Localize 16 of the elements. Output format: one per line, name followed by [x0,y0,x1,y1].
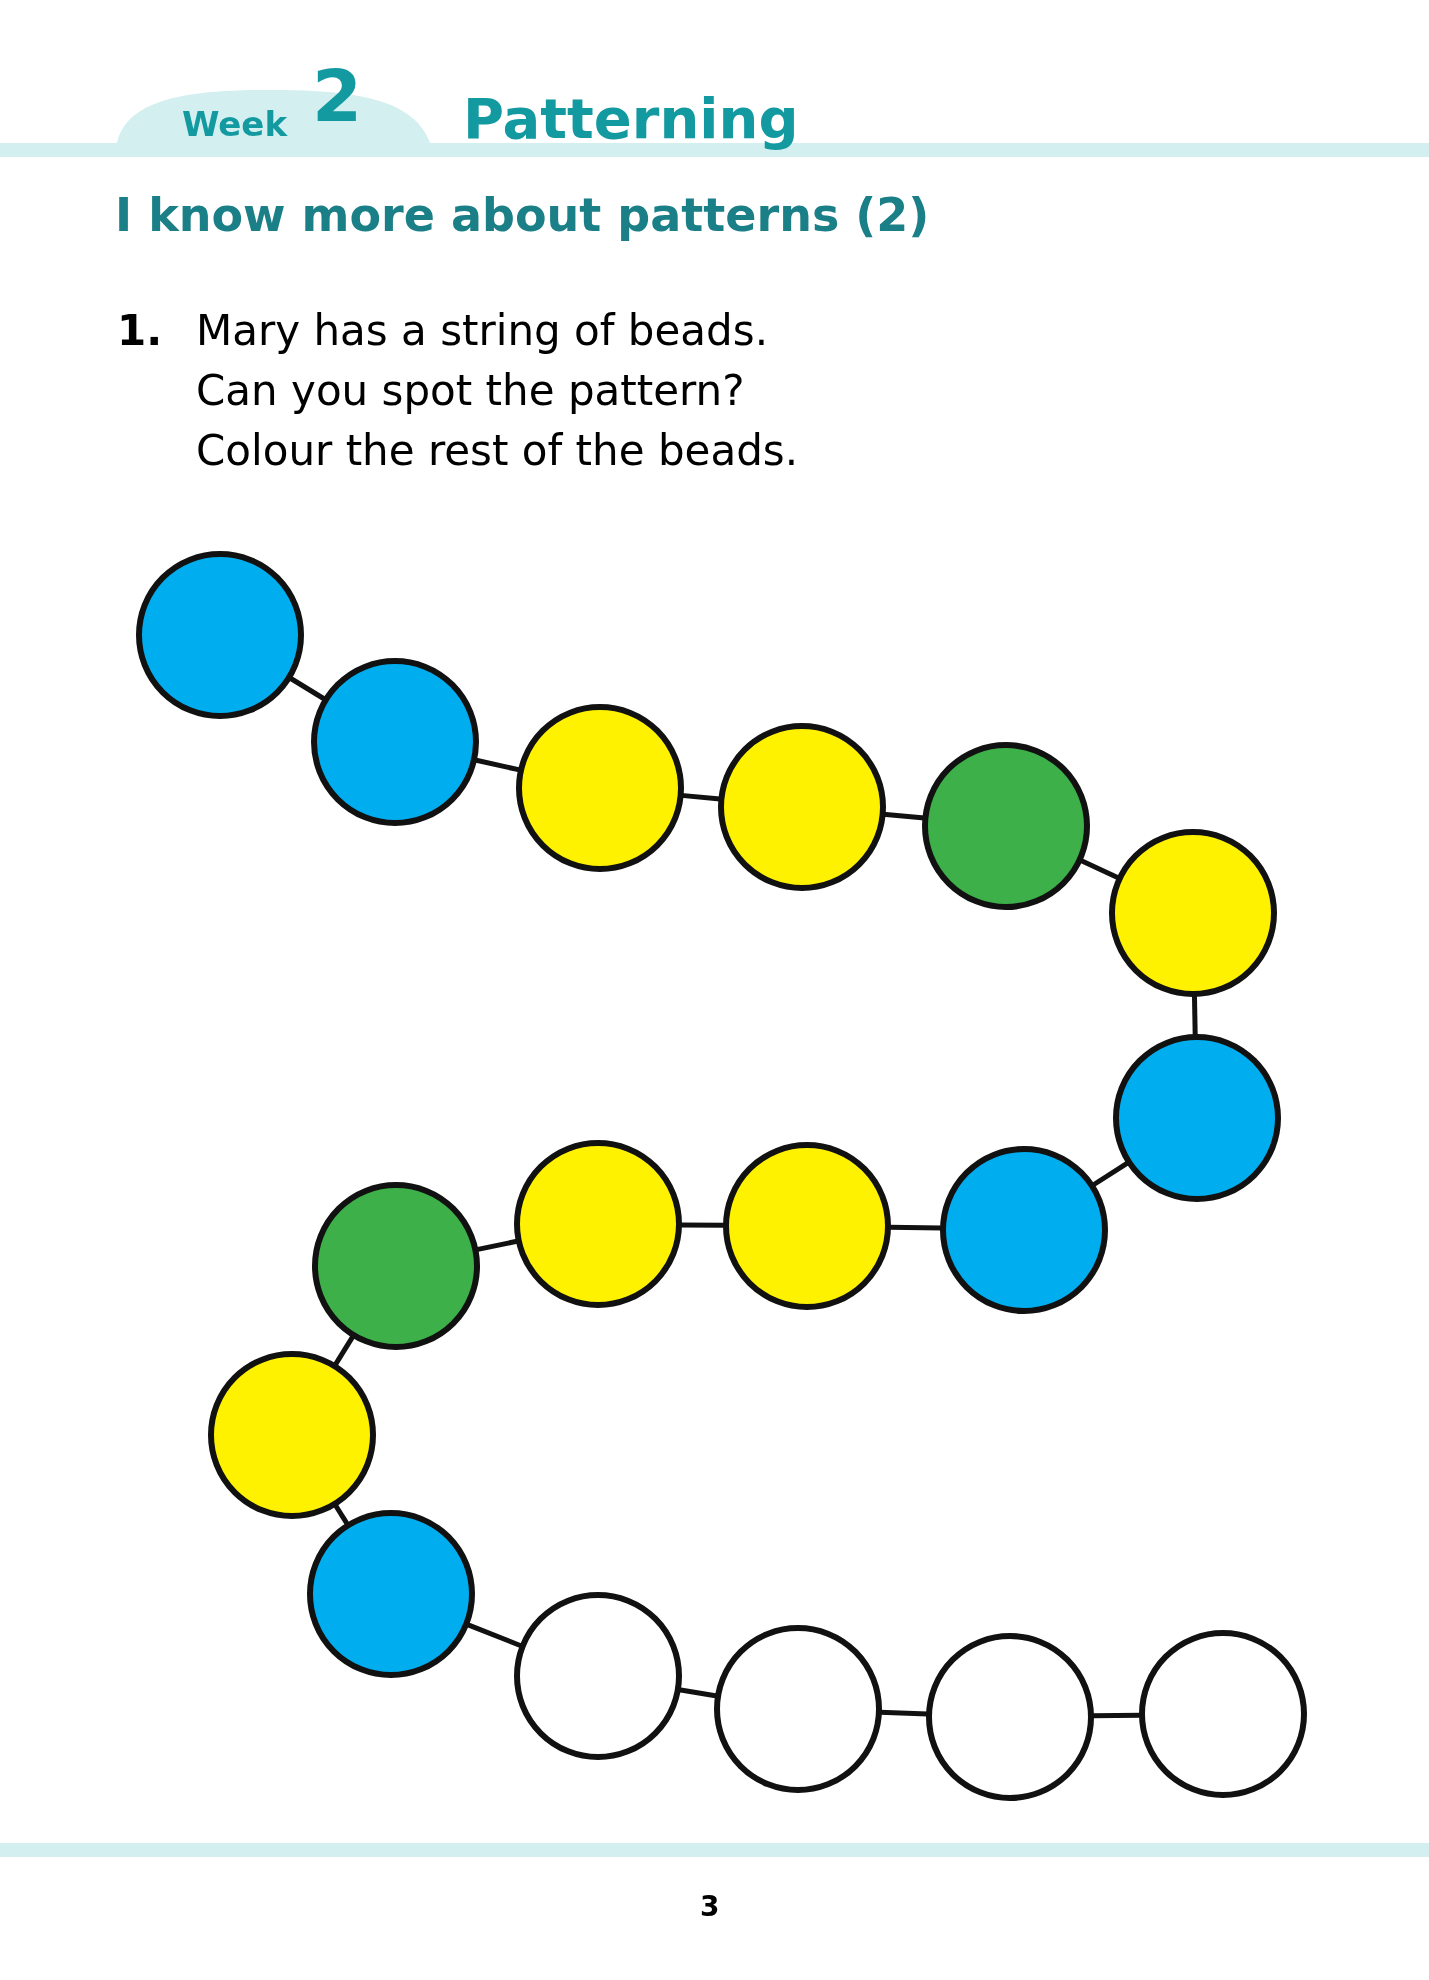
string-line [288,675,327,702]
question-text: Can you spot the pattern? [196,366,745,415]
week-label: Week [182,104,288,144]
question-number: 1. [117,306,163,355]
string-line [333,1503,350,1527]
string-line [1191,994,1198,1037]
section-title: Patterning [463,88,799,150]
question-text: Mary has a string of beads. [196,306,768,355]
page-number: 3 [700,1890,720,1923]
string-line [1091,1160,1130,1188]
string-line [883,811,925,821]
week-number: 2 [312,60,363,132]
subtitle: I know more about patterns (2) [115,188,930,242]
string-line [1079,857,1120,881]
question-text: Colour the rest of the beads. [196,426,799,475]
string-line [332,1334,356,1367]
